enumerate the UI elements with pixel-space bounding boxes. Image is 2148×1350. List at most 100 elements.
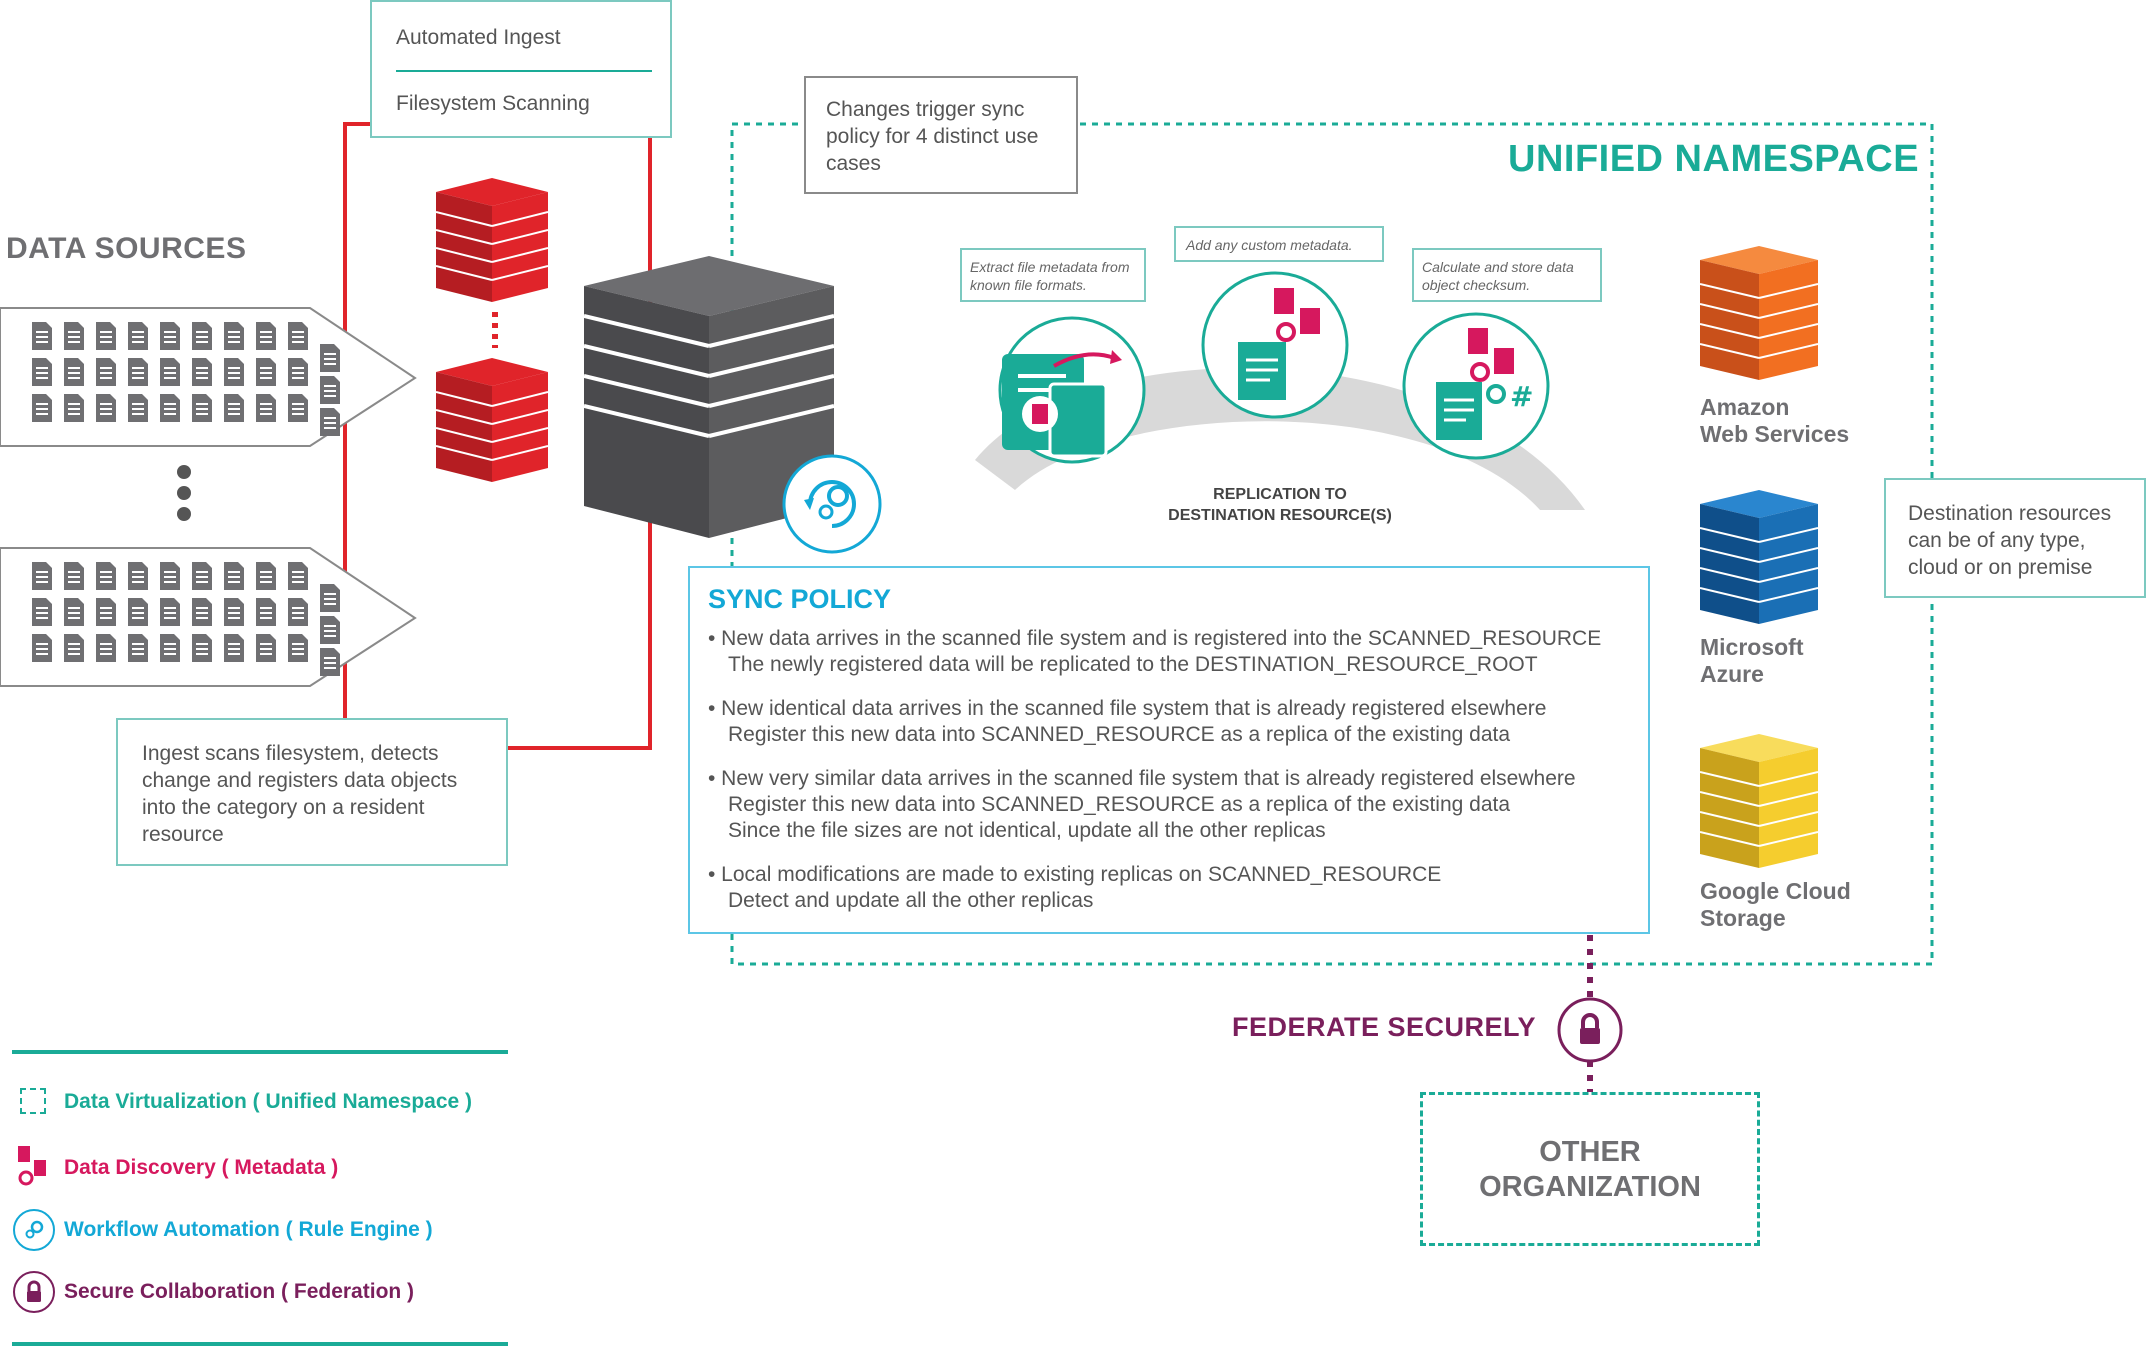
legend-data-virtualization: Data Virtualization ( Unified Namespace … xyxy=(64,1090,473,1113)
document-icon xyxy=(32,634,52,662)
custom-metadata-text: Add any custom metadata. xyxy=(1186,237,1353,253)
sync-case-2-line1: • New identical data arrives in the scan… xyxy=(708,697,1547,720)
aws-storage-icon xyxy=(1699,246,1819,380)
document-icon xyxy=(32,598,52,626)
document-icon xyxy=(256,598,276,626)
ingest-note-text: Ingest scans filesystem, detects change … xyxy=(142,742,458,846)
unified-namespace-title: UNIFIED NAMESPACE xyxy=(1508,138,1920,180)
document-icon xyxy=(96,598,116,626)
other-organization-box: OTHER ORGANIZATION xyxy=(1420,1092,1760,1246)
document-icon xyxy=(192,598,212,626)
lock-icon xyxy=(1557,997,1623,1063)
document-icon xyxy=(128,634,148,662)
destination-note-text: Destination resources can be of any type… xyxy=(1908,502,2112,579)
replication-label-line1: REPLICATION TO xyxy=(1213,486,1347,503)
azure-name: Microsoft Azure xyxy=(1700,634,1804,688)
red-server-icon xyxy=(436,358,548,482)
document-icon xyxy=(256,394,276,422)
document-icon xyxy=(224,394,244,422)
document-icon xyxy=(288,358,308,386)
cloud-gcs: Google Cloud Storage xyxy=(1699,734,1900,934)
gcs-storage-icon xyxy=(1699,734,1819,868)
documents-link-icon xyxy=(18,1146,46,1186)
ingest-methods-box: Automated Ingest Filesystem Scanning xyxy=(370,0,672,138)
document-icon xyxy=(64,394,84,422)
automated-ingest-label: Automated Ingest xyxy=(396,26,561,49)
sync-policy-box: SYNC POLICY • New data arrives in the sc… xyxy=(688,566,1650,934)
checksum-note: Calculate and store data object checksum… xyxy=(1412,248,1602,302)
custom-metadata-icon xyxy=(1201,271,1349,419)
document-icon xyxy=(224,562,244,590)
azure-name-line2: Azure xyxy=(1700,661,1764,687)
red-server-icon xyxy=(436,178,548,302)
legend-secure-collaboration: Secure Collaboration ( Federation ) xyxy=(64,1280,415,1303)
legend-bottom-rule xyxy=(12,1342,508,1346)
changes-trigger-note: Changes trigger sync policy for 4 distin… xyxy=(804,76,1078,194)
document-icon xyxy=(256,322,276,350)
extract-metadata-note: Extract file metadata from known file fo… xyxy=(960,248,1146,302)
legend-top-rule xyxy=(12,1050,508,1054)
replication-label-line2: DESTINATION RESOURCE(S) xyxy=(1168,507,1392,524)
azure-name-line1: Microsoft xyxy=(1700,634,1804,660)
filesystem-scanning-label: Filesystem Scanning xyxy=(396,92,590,115)
document-icon xyxy=(128,562,148,590)
aws-name-line1: Amazon xyxy=(1700,394,1790,420)
document-grid-bottom xyxy=(30,562,350,676)
document-icon xyxy=(128,394,148,422)
legend: Data Virtualization ( Unified Namespace … xyxy=(12,1050,508,1350)
gcs-name-line1: Google Cloud xyxy=(1700,878,1851,904)
document-icon xyxy=(320,616,340,644)
svg-text:#: # xyxy=(1510,380,1533,413)
sync-case-2-line2: Register this new data into SCANNED_RESO… xyxy=(728,723,1511,746)
cloud-azure: Microsoft Azure xyxy=(1699,490,1850,690)
document-icon xyxy=(32,322,52,350)
other-organization-line1: OTHER xyxy=(1539,1136,1641,1168)
document-icon xyxy=(128,358,148,386)
document-icon xyxy=(32,358,52,386)
central-server-icon xyxy=(584,256,834,538)
ingest-note: Ingest scans filesystem, detects change … xyxy=(116,718,508,866)
document-icon xyxy=(160,394,180,422)
ellipsis-dots xyxy=(177,465,191,521)
workflow-gears-icon xyxy=(782,454,882,554)
gears-cycle-icon xyxy=(13,1209,55,1251)
document-icon xyxy=(192,634,212,662)
document-icon xyxy=(288,322,308,350)
document-icon xyxy=(64,634,84,662)
aws-name-line2: Web Services xyxy=(1700,421,1850,447)
document-icon xyxy=(96,358,116,386)
document-icon xyxy=(224,322,244,350)
azure-storage-icon xyxy=(1699,490,1819,624)
document-icon xyxy=(64,322,84,350)
document-icon xyxy=(32,562,52,590)
document-icon xyxy=(160,634,180,662)
document-icon xyxy=(256,634,276,662)
document-icon xyxy=(288,634,308,662)
legend-data-discovery: Data Discovery ( Metadata ) xyxy=(64,1156,339,1179)
checksum-text: Calculate and store data object checksum… xyxy=(1422,259,1574,293)
changes-trigger-text: Changes trigger sync policy for 4 distin… xyxy=(826,98,1039,175)
sync-case-3-line2: Register this new data into SCANNED_RESO… xyxy=(728,793,1511,816)
other-organization-line2: ORGANIZATION xyxy=(1479,1171,1701,1203)
divider xyxy=(396,70,652,72)
document-icon xyxy=(64,562,84,590)
sync-case-1-line2: The newly registered data will be replic… xyxy=(728,653,1538,676)
document-icon xyxy=(224,634,244,662)
aws-name: Amazon Web Services xyxy=(1700,394,1849,448)
document-icon xyxy=(192,358,212,386)
document-icon xyxy=(320,376,340,404)
replication-label: REPLICATION TO DESTINATION RESOURCE(S) xyxy=(1130,484,1430,526)
document-icon xyxy=(320,584,340,612)
other-organization-label: OTHER ORGANIZATION xyxy=(1423,1135,1757,1205)
data-sources-title: DATA SOURCES xyxy=(6,232,247,265)
extract-metadata-icon xyxy=(998,316,1146,464)
document-icon xyxy=(192,562,212,590)
custom-metadata-note: Add any custom metadata. xyxy=(1174,226,1384,262)
sync-case-4-line2: Detect and update all the other replicas xyxy=(728,889,1094,912)
document-icon xyxy=(160,562,180,590)
document-icon xyxy=(224,598,244,626)
lock-icon xyxy=(13,1271,55,1313)
sync-case-4-line1: • Local modifications are made to existi… xyxy=(708,863,1442,886)
checksum-icon: # xyxy=(1402,312,1550,460)
document-icon xyxy=(160,358,180,386)
